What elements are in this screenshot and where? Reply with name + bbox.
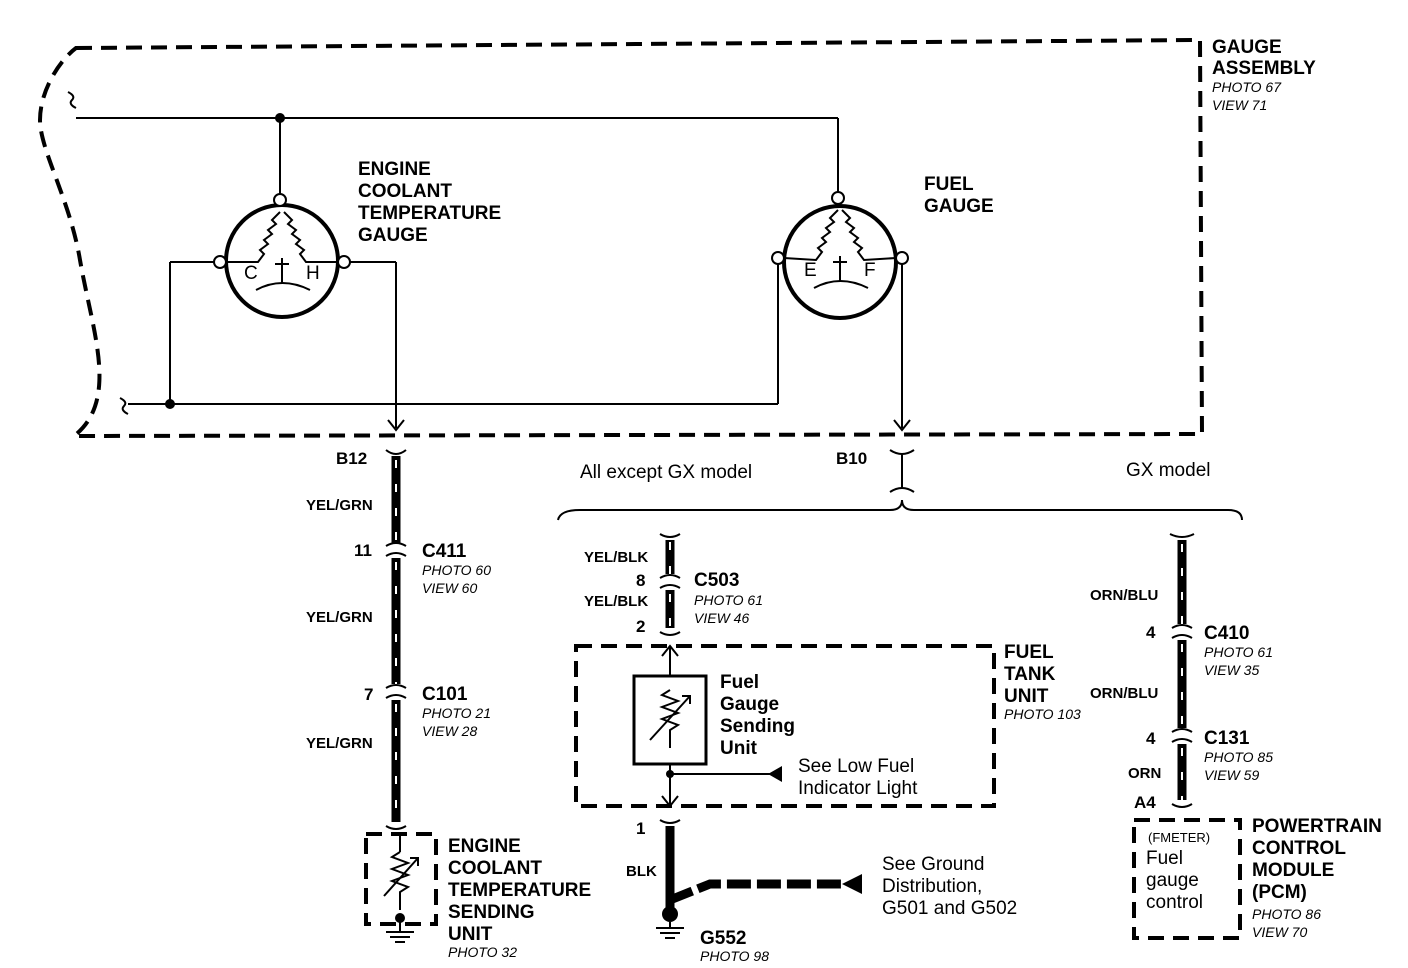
gauge-assembly-title-1: GAUGE bbox=[1212, 37, 1282, 58]
c101-view: VIEW 28 bbox=[422, 723, 477, 739]
fuel-tank-pin: 1 bbox=[636, 819, 645, 838]
ect-gauge-title-3: TEMPERATURE bbox=[358, 203, 501, 224]
c503-photo: PHOTO 61 bbox=[694, 592, 763, 608]
c503-pin-bottom: 2 bbox=[636, 617, 645, 636]
fuel-sending-unit-symbol bbox=[632, 644, 782, 808]
pin-b12: B12 bbox=[336, 449, 367, 468]
connector-c503 bbox=[659, 574, 681, 589]
c411-view: VIEW 60 bbox=[422, 580, 477, 596]
ect-sending-title-4: SENDING bbox=[448, 902, 535, 923]
wire-label-blk: BLK bbox=[626, 863, 657, 880]
pcm-inner-2: gauge bbox=[1146, 870, 1199, 891]
pcm-boundary bbox=[1132, 818, 1242, 940]
c101-photo: PHOTO 21 bbox=[422, 705, 491, 721]
wire-label-yel-blk-2: YEL/BLK bbox=[584, 593, 648, 610]
fuel-empty-label: E bbox=[804, 260, 817, 281]
ect-sending-photo: PHOTO 32 bbox=[448, 944, 517, 960]
fuel-tank-title-1: FUEL bbox=[1004, 642, 1054, 663]
pin-b10: B10 bbox=[836, 449, 867, 468]
c101-name: C101 bbox=[422, 684, 468, 705]
gauge-assembly-view: VIEW 71 bbox=[1212, 97, 1267, 113]
ect-sending-title-5: UNIT bbox=[448, 924, 493, 945]
c503-view: VIEW 46 bbox=[694, 610, 749, 626]
fuel-sending-title-1: Fuel bbox=[720, 672, 759, 693]
wire-label-orn-blu-2: ORN/BLU bbox=[1090, 685, 1158, 702]
c410-photo: PHOTO 61 bbox=[1204, 644, 1273, 660]
ground-ref-2: Distribution, bbox=[882, 876, 982, 897]
wire-label-yel-blk-1: YEL/BLK bbox=[584, 549, 648, 566]
pcm-view: VIEW 70 bbox=[1252, 924, 1307, 940]
fuel-tank-title-3: UNIT bbox=[1004, 686, 1049, 707]
c101-pin: 7 bbox=[364, 685, 373, 704]
pcm-title-4: (PCM) bbox=[1252, 882, 1307, 903]
c410-view: VIEW 35 bbox=[1204, 662, 1259, 678]
ect-gauge-title-4: GAUGE bbox=[358, 225, 428, 246]
c131-view: VIEW 59 bbox=[1204, 767, 1259, 783]
ground-photo: PHOTO 98 bbox=[700, 948, 769, 964]
ect-hot-label: H bbox=[306, 263, 320, 284]
break-symbol-top bbox=[67, 91, 77, 109]
c131-pin: 4 bbox=[1146, 729, 1156, 748]
fuel-sending-title-2: Gauge bbox=[720, 694, 779, 715]
pcm-photo: PHOTO 86 bbox=[1252, 906, 1321, 922]
fuel-tank-photo: PHOTO 103 bbox=[1004, 706, 1081, 722]
gauge-assembly-photo: PHOTO 67 bbox=[1212, 79, 1282, 95]
fuel-tank-title-2: TANK bbox=[1004, 664, 1056, 685]
fuel-tank-unit-boundary bbox=[574, 644, 996, 808]
connector-c410 bbox=[1171, 624, 1193, 639]
ect-sending-unit bbox=[364, 825, 438, 943]
wire-label-orn: ORN bbox=[1128, 765, 1161, 782]
gauge-assembly-boundary bbox=[37, 37, 1205, 439]
c411-photo: PHOTO 60 bbox=[422, 562, 491, 578]
ect-gauge-symbol bbox=[213, 193, 351, 319]
fuel-gauge-title-1: FUEL bbox=[924, 174, 974, 195]
fuel-sending-title-3: Sending bbox=[720, 716, 795, 737]
pcm-fmeter: (FMETER) bbox=[1148, 830, 1210, 845]
c410-name: C410 bbox=[1204, 623, 1249, 644]
fuel-full-label: F bbox=[864, 260, 876, 281]
c503-pin-top: 8 bbox=[636, 571, 645, 590]
ect-gauge-title-2: COOLANT bbox=[358, 181, 452, 202]
connector-c101 bbox=[385, 684, 407, 699]
low-fuel-ref-2: Indicator Light bbox=[798, 778, 918, 799]
connector-c131 bbox=[1171, 728, 1193, 743]
c131-name: C131 bbox=[1204, 728, 1250, 749]
ground-ref-1: See Ground bbox=[882, 854, 984, 875]
ect-sending-title-1: ENGINE bbox=[448, 836, 521, 857]
variant-brace bbox=[557, 499, 1243, 521]
low-fuel-ref-1: See Low Fuel bbox=[798, 756, 914, 777]
ground-ref-3: G501 and G502 bbox=[882, 898, 1017, 919]
wire-label-yel-grn-1: YEL/GRN bbox=[306, 497, 373, 514]
variant-all-except-gx: All except GX model bbox=[580, 462, 752, 483]
variant-gx: GX model bbox=[1126, 460, 1210, 481]
pcm-inner-3: control bbox=[1146, 892, 1203, 913]
ect-gauge-title-1: ENGINE bbox=[358, 159, 431, 180]
pcm-title-2: CONTROL bbox=[1252, 838, 1346, 859]
wire-label-orn-blu-1: ORN/BLU bbox=[1090, 587, 1158, 604]
ect-sending-title-2: COOLANT bbox=[448, 858, 542, 879]
gauge-assembly-title-2: ASSEMBLY bbox=[1212, 58, 1316, 79]
ground-distribution-wire bbox=[668, 879, 846, 905]
ect-cold-label: C bbox=[244, 263, 258, 284]
break-symbol-bottom bbox=[119, 397, 129, 415]
fuel-gauge-title-2: GAUGE bbox=[924, 196, 994, 217]
c411-pin: 11 bbox=[354, 541, 372, 560]
wire-label-yel-grn-3: YEL/GRN bbox=[306, 735, 373, 752]
pcm-title-3: MODULE bbox=[1252, 860, 1334, 881]
pcm-pin: A4 bbox=[1134, 793, 1156, 812]
connector-c411 bbox=[385, 542, 407, 557]
c131-photo: PHOTO 85 bbox=[1204, 749, 1273, 765]
ground-g552-symbol bbox=[656, 906, 684, 939]
c410-pin: 4 bbox=[1146, 623, 1156, 642]
ground-name: G552 bbox=[700, 928, 746, 949]
fuel-sending-title-4: Unit bbox=[720, 738, 758, 759]
pcm-inner-1: Fuel bbox=[1146, 848, 1183, 869]
fuel-gauge-symbol bbox=[771, 191, 909, 320]
c411-name: C411 bbox=[422, 541, 467, 562]
ect-sending-title-3: TEMPERATURE bbox=[448, 880, 591, 901]
pcm-title-1: POWERTRAIN bbox=[1252, 816, 1382, 837]
wire-label-yel-grn-2: YEL/GRN bbox=[306, 609, 373, 626]
c503-name: C503 bbox=[694, 570, 739, 591]
